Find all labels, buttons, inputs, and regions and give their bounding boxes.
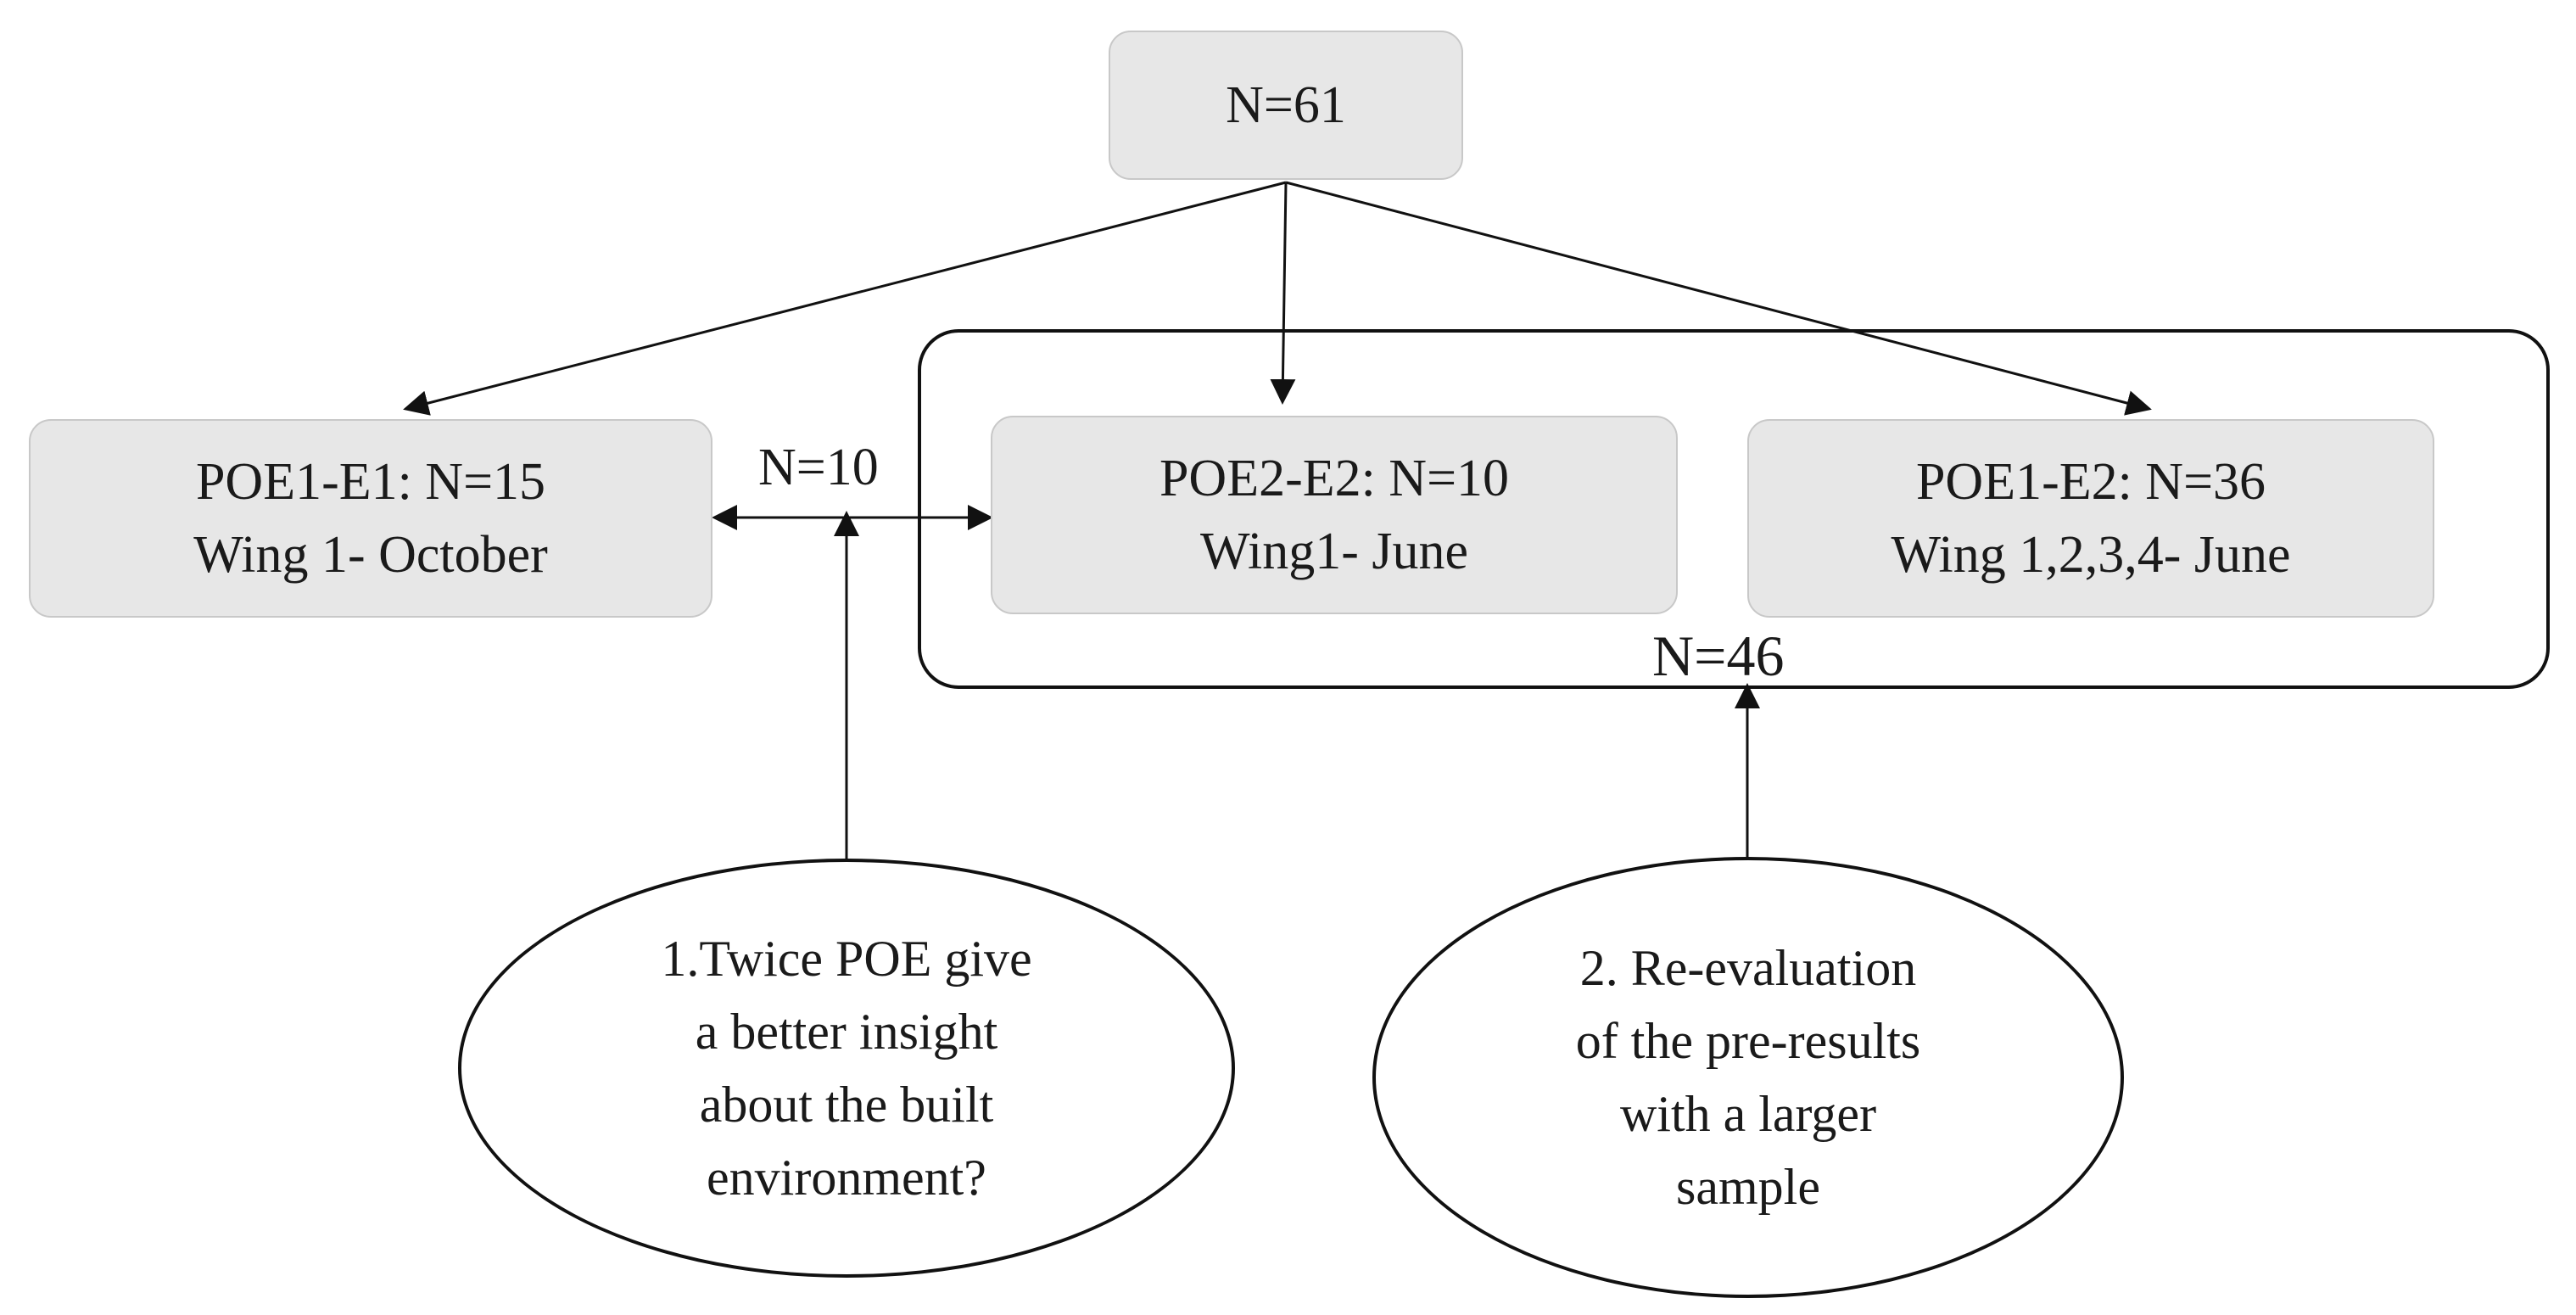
- poe2-e2-subtitle: Wing1- June: [1199, 523, 1469, 580]
- poe1-e2-subtitle: Wing 1,2,3,4- June: [1891, 526, 2291, 584]
- poe1-e2-title: POE1-E2: N=36: [1915, 453, 2266, 511]
- arrow-root-to-poe1-e1: [403, 181, 1287, 416]
- question-1-line: 1.Twice POE give: [661, 931, 1032, 987]
- question-2-line: sample: [1676, 1159, 1820, 1215]
- question-2-line: 2. Re-evaluation: [1579, 940, 1917, 996]
- question-oval-1: 1.Twice POE give a better insight about …: [458, 859, 1235, 1278]
- e2-group-outline: [918, 329, 2550, 689]
- question-1-line: environment?: [707, 1150, 986, 1206]
- question-1-line: a better insight: [695, 1004, 998, 1060]
- arrow-root-to-poe2-e2: [1270, 182, 1296, 405]
- poe2-e2-title: POE2-E2: N=10: [1159, 450, 1510, 507]
- poe2-e2-box: POE2-E2: N=10 Wing1- June: [991, 416, 1678, 614]
- question-2-line: of the pre-results: [1575, 1013, 1921, 1069]
- n10-label: N=10: [758, 439, 879, 496]
- root-label: N=61: [1226, 76, 1346, 134]
- poe1-e2-box: POE1-E2: N=36 Wing 1,2,3,4- June: [1747, 419, 2434, 618]
- n46-label: N=46: [1652, 624, 1785, 688]
- poe1-e1-subtitle: Wing 1- October: [193, 526, 548, 584]
- arrow-root-to-poe1-e2: [1285, 181, 2152, 416]
- question-1-line: about the built: [699, 1077, 994, 1133]
- question-2-line: with a larger: [1619, 1086, 1877, 1142]
- root-box: N=61: [1109, 31, 1463, 180]
- poe1-e1-box: POE1-E1: N=15 Wing 1- October: [29, 419, 712, 618]
- poe1-e1-title: POE1-E1: N=15: [195, 453, 546, 511]
- question-oval-2: 2. Re-evaluation of the pre-results with…: [1372, 857, 2124, 1298]
